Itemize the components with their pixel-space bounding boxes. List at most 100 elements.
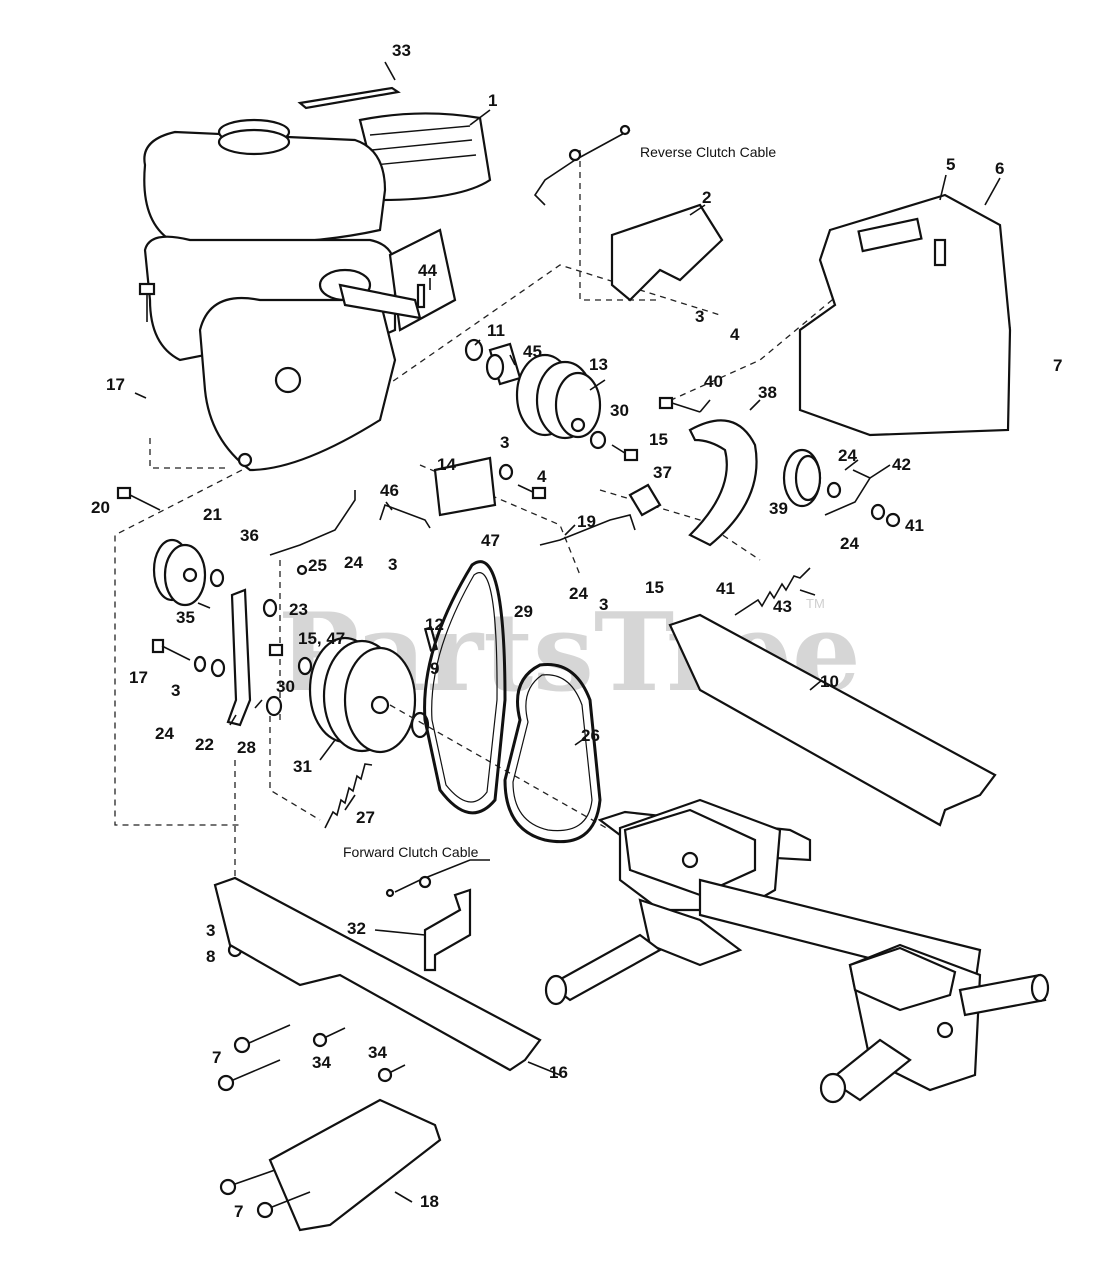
callout-44: 44 [418,261,437,280]
callout-24-left: 24 [155,724,174,743]
callout-31: 31 [293,757,312,776]
forward-clutch-cable-label: Forward Clutch Cable [343,844,479,860]
bushing-part [628,483,662,517]
callout-5: 5 [946,155,955,174]
callout-7-frame: 7 [212,1048,221,1067]
clutch-rod-part [379,503,431,529]
callout-21: 21 [203,505,222,524]
callout-14: 14 [437,455,456,474]
hex-nut-part [885,512,901,528]
pulley-washer-part [209,568,225,588]
belt-shield-part [268,1098,442,1232]
frame-bolt-part [233,1024,291,1054]
tension-spring-part [734,567,811,616]
flat-washer-part [826,481,842,499]
callout-15: 15 [649,430,668,449]
callout-46: 46 [380,481,399,500]
callout-3: 3 [695,307,704,326]
arm-flat-washer-part [210,658,226,678]
pulley-washer-part-2 [297,656,313,676]
callout-38: 38 [758,383,777,402]
callout-25: 25 [308,556,327,575]
callout-39: 39 [769,499,788,518]
callout-17-lower: 17 [129,668,148,687]
idler-arm-part [226,588,252,727]
callout-1: 1 [488,91,497,110]
pulley-bolt-part [268,643,284,657]
callout-13: 13 [589,355,608,374]
engine-pulley-part [515,353,602,440]
callout-12: 12 [425,615,444,634]
callout-45: 45 [523,342,542,361]
idler-pulley-part [782,448,822,508]
long-bolt-part [658,396,701,413]
mounting-plate-part [433,456,497,517]
screw-part [517,484,547,500]
callout-40: 40 [704,372,723,391]
callout-37: 37 [653,463,672,482]
callout-42: 42 [892,455,911,474]
frame-bolt-part-2 [217,1059,281,1092]
callout-19: 19 [577,512,596,531]
callout-32: 32 [347,919,366,938]
callout-labels: 33 1 2 5 6 3 4 7 11 45 13 44 17 40 38 30… [91,41,1062,1221]
bolt-part [611,444,639,462]
callout-leader-lines [134,109,1001,1203]
shift-rod-part [539,514,636,546]
callout-3-lower: 3 [388,555,397,574]
flange-nut-part [262,598,278,618]
engine-key-part [416,283,426,309]
left-idler-pulley-part [152,538,207,607]
shield-bolt-part-2 [256,1191,311,1219]
callout-10: 10 [820,672,839,691]
engine-assembly [143,112,492,472]
cable-bracket-part [610,203,724,302]
callout-9: 9 [430,659,439,678]
arm-bushing-part [265,695,283,717]
callout-15-lower: 15 [645,578,664,597]
callout-3-right: 3 [599,595,608,614]
lock-washer-part [498,463,514,481]
belt-cover-part [798,193,1012,437]
forward-clutch-cable [385,859,490,898]
callout-41: 41 [905,516,924,535]
callout-26: 26 [581,726,600,745]
reverse-clutch-cable-label: Reverse Clutch Cable [640,144,776,160]
callout-15-47: 15, 47 [298,629,345,648]
callout-17: 17 [106,375,125,394]
callout-6: 6 [995,159,1004,178]
callout-41-lower: 41 [716,579,735,598]
callout-8: 8 [206,947,215,966]
callout-24: 24 [838,446,857,465]
callout-16: 16 [549,1063,568,1082]
idler-bracket-part [688,419,758,547]
callout-22: 22 [195,735,214,754]
callout-18: 18 [420,1192,439,1211]
callout-23: 23 [289,600,308,619]
callout-7-shield: 7 [234,1202,243,1221]
carriage-bolt-part-2 [377,1064,406,1083]
callout-7: 7 [1053,356,1062,375]
cable-mount-bracket-part [423,888,472,972]
callout-33: 33 [392,41,411,60]
callout-47: 47 [481,531,500,550]
left-frame-bracket-part [213,876,542,1072]
callout-3-mid: 3 [500,433,509,452]
callout-35: 35 [176,608,195,627]
idler-spring-part [324,763,373,829]
callout-2: 2 [702,188,711,207]
callout-4: 4 [730,325,740,344]
callout-30: 30 [610,401,629,420]
callout-43: 43 [773,597,792,616]
callout-30-lower: 30 [276,677,295,696]
callout-27: 27 [356,808,375,827]
bolt-part-upper [138,282,156,322]
right-frame-bracket-part [668,613,997,827]
spring-clip-part [824,469,872,516]
watermark-trademark: TM [806,596,825,611]
callout-29: 29 [514,602,533,621]
callout-3-frame: 3 [206,921,215,940]
callout-11: 11 [487,321,505,340]
arm-washer-part [193,655,207,673]
